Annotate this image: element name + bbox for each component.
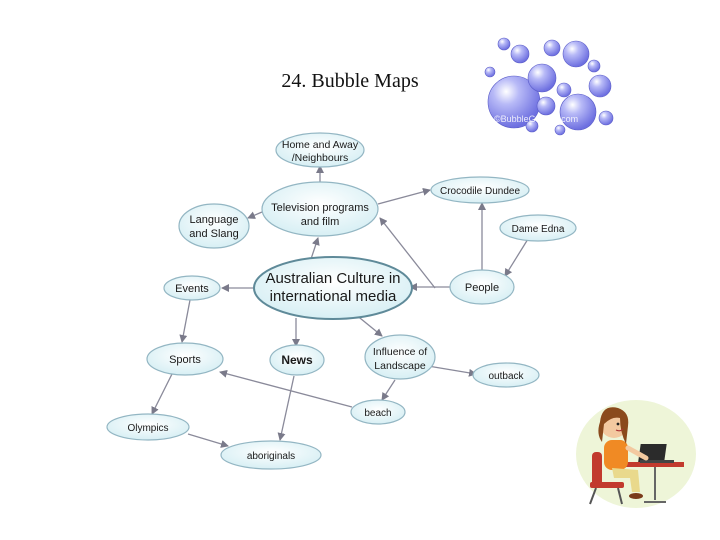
label-home-away-1: Home and Away [282,139,359,151]
bubbles-watermark: ©BubbleGarden.com [494,114,578,124]
connector-landscape-outback [428,366,476,374]
label-television-1: Television programs [271,202,369,214]
label-home-away-2: /Neighbours [292,152,349,164]
connector-news-aboriginals [280,376,294,440]
label-beach: beach [364,408,391,419]
connector-sports-olympics [152,374,172,414]
label-sports: Sports [169,354,201,366]
label-center-1: Australian Culture in [265,270,400,287]
connector-beach-sports [220,372,352,407]
label-people: People [465,282,499,294]
label-olympics: Olympics [127,423,168,434]
bubbles-clipart-icon: ©BubbleGarden.com [480,30,620,140]
label-center-2: international media [270,288,397,305]
connector-tv-crocodile [378,190,430,204]
label-events: Events [175,283,209,295]
label-language-1: Language [190,214,239,226]
connector-landscape-beach [382,380,395,400]
connector-tv-language [248,212,262,218]
label-landscape-1: Influence of [373,346,427,358]
connector-dame-edna-people [505,239,528,276]
label-aboriginals: aboriginals [247,451,295,462]
label-news: News [281,353,313,367]
connector-events-sports [182,300,190,342]
label-language-2: and Slang [189,228,239,240]
label-outback: outback [488,371,524,382]
label-landscape-2: Landscape [374,360,426,372]
girl-laptop-clipart-icon [568,392,698,512]
label-dame-edna: Dame Edna [512,224,565,235]
label-crocodile-dundee: Crocodile Dundee [440,186,520,197]
connector-olympics-aboriginals [188,434,228,446]
label-television-2: and film [301,216,340,228]
node-language [179,204,249,248]
